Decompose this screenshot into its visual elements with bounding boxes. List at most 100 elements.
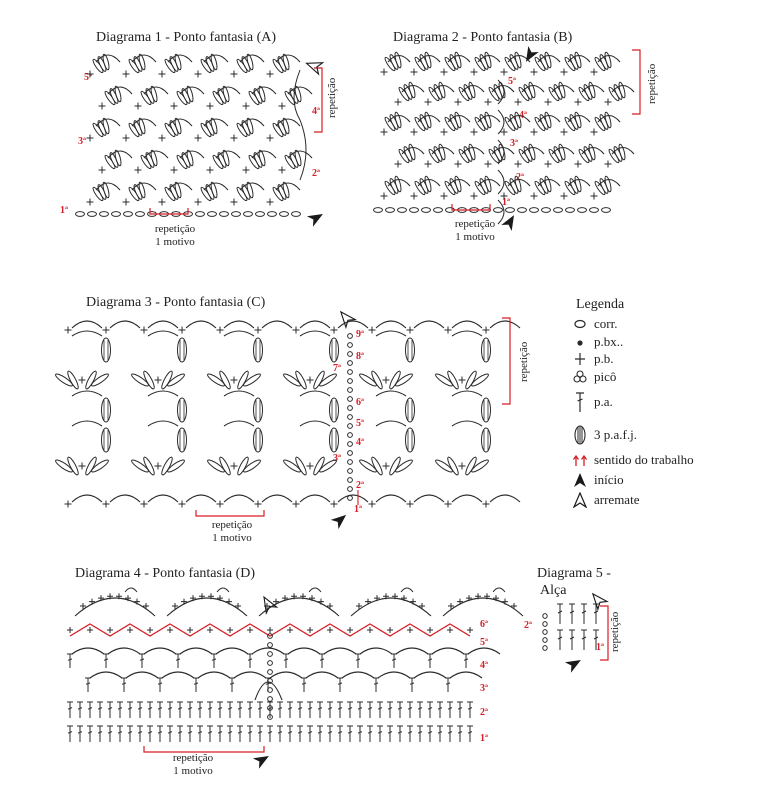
single-crochet-stitch <box>406 326 414 334</box>
cluster-stitch <box>143 456 155 476</box>
single-crochet-stitch <box>424 160 432 168</box>
double-crochet-stitch <box>377 701 383 718</box>
double-crochet-stitch <box>193 677 199 692</box>
cluster-stitch <box>103 400 109 420</box>
cluster-stitch <box>255 340 261 360</box>
double-crochet-stitch <box>337 725 343 742</box>
double-crochet-stitch <box>327 701 333 718</box>
single-crochet-stitch <box>278 102 286 110</box>
d4-repeat-horizontal: repetição 1 motivo <box>158 752 228 778</box>
d4-row-label: 4ª <box>480 660 488 671</box>
chain-loop <box>107 150 133 159</box>
single-crochet-stitch <box>127 627 133 633</box>
cluster-stitch <box>447 370 459 390</box>
single-crochet-stitch <box>154 462 162 470</box>
chain-loop <box>131 118 157 127</box>
cluster-stitch <box>103 340 109 360</box>
single-crochet-stitch <box>247 627 253 633</box>
d3-repeat-label-2: 1 motivo <box>212 532 252 544</box>
chain-stitch <box>267 660 273 666</box>
cluster-stitch <box>207 373 225 387</box>
shell-petal <box>484 111 492 129</box>
single-crochet-stitch <box>401 595 407 602</box>
double-crochet-stitch <box>229 677 235 692</box>
single-crochet-stitch <box>227 627 233 633</box>
cluster-stitch <box>85 370 97 390</box>
single-crochet-stitch <box>89 598 95 605</box>
double-crochet-stitch <box>247 725 253 742</box>
single-crochet-stitch <box>273 598 279 605</box>
chain-stitch <box>553 207 563 213</box>
cluster-stitch <box>243 459 261 473</box>
single-crochet-stitch <box>282 595 288 602</box>
cluster-stitch <box>101 397 111 423</box>
chain-loop <box>203 118 229 127</box>
cluster-stitch <box>177 337 187 363</box>
chain-stitch <box>347 468 353 474</box>
double-crochet-stitch <box>103 653 109 668</box>
single-crochet-stitch <box>86 70 94 78</box>
double-crochet-stitch <box>347 701 353 718</box>
single-crochet-stitch <box>80 603 86 609</box>
d3-row-label: 1ª <box>354 504 362 515</box>
d3-row-label: 8ª <box>356 351 364 362</box>
legend-label: picô <box>594 369 617 384</box>
chain-loop <box>166 597 248 617</box>
chain-loop <box>461 84 485 93</box>
chain-loop <box>413 494 445 503</box>
cluster-stitch <box>143 370 155 390</box>
cluster-stitch <box>405 397 415 423</box>
cluster-stitch <box>243 373 261 387</box>
double-crochet-stitch <box>107 701 113 718</box>
cluster-stitch <box>255 430 261 450</box>
chain-loop <box>299 420 331 427</box>
chain-loop <box>71 320 103 329</box>
single-crochet-stitch <box>122 70 130 78</box>
chain-loop <box>71 330 103 337</box>
cluster-stitch <box>283 373 301 387</box>
chain-loop <box>611 84 635 93</box>
single-crochet-stitch <box>466 595 472 602</box>
d3-row-label: 4ª <box>356 437 364 448</box>
double-crochet-stitch <box>117 725 123 742</box>
single-crochet-stitch <box>292 500 300 508</box>
chain-stitch <box>255 211 265 217</box>
cluster-stitch <box>483 400 489 420</box>
cluster-stitch <box>407 340 413 360</box>
chain-loop <box>203 182 229 191</box>
chain-loop <box>413 320 445 329</box>
chain-stitch <box>279 211 289 217</box>
double-crochet-stitch <box>137 701 143 718</box>
shell-petal <box>150 149 158 167</box>
single-crochet-stitch <box>394 160 402 168</box>
single-crochet-stitch <box>419 603 425 609</box>
shell-petal <box>174 117 182 135</box>
chain-stitch <box>385 207 395 213</box>
single-crochet-stitch <box>98 595 104 602</box>
cluster-stitch <box>101 427 111 453</box>
cluster-stitch <box>167 373 185 387</box>
chain-loop <box>299 320 331 329</box>
shell-petal <box>114 149 122 167</box>
single-crochet-stitch <box>458 462 466 470</box>
double-crochet-stitch <box>427 653 433 668</box>
chain-loop <box>377 671 411 679</box>
double-crochet-stitch <box>147 701 153 718</box>
single-crochet-stitch <box>410 192 418 200</box>
double-crochet-stitch <box>317 725 323 742</box>
chain-loop <box>451 390 483 397</box>
single-crochet-stitch <box>530 128 538 136</box>
double-crochet-stitch <box>197 725 203 742</box>
double-crochet-stitch <box>87 725 93 742</box>
chain-loop <box>451 320 483 329</box>
shell-petal <box>438 81 446 99</box>
chain-loop <box>507 178 531 187</box>
double-crochet-stitch <box>417 725 423 742</box>
chain-stitch <box>589 207 599 213</box>
single-crochet-stitch <box>291 593 297 600</box>
start-arrow-icon <box>306 214 323 227</box>
single-crochet-stitch <box>102 500 110 508</box>
double-crochet-stitch <box>177 725 183 742</box>
cluster-stitch <box>131 373 149 387</box>
chain-loop <box>387 54 411 63</box>
